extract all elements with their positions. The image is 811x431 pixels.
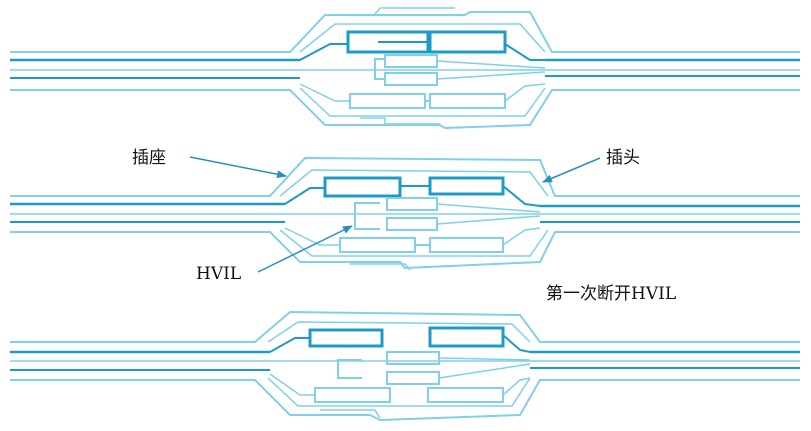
lower-terminal	[339, 237, 416, 253]
housing-outline	[10, 379, 800, 422]
signal-pin	[386, 351, 440, 365]
housing-outline	[10, 156, 800, 197]
power-terminal	[428, 176, 505, 196]
housing-outline	[10, 89, 800, 130]
hvil-bracket	[374, 58, 385, 80]
signal-pin	[386, 217, 438, 231]
first-hvil-break-caption: 第一次断开HVIL	[546, 284, 677, 304]
hvil-pointer-arrow	[257, 225, 353, 273]
socket-pointer-arrow	[189, 156, 287, 179]
power-terminal	[428, 30, 507, 54]
signal-pin	[384, 72, 438, 86]
housing-outline	[10, 310, 800, 343]
signal-pin	[386, 197, 438, 211]
lower-terminal	[349, 93, 426, 109]
lower-terminal	[429, 237, 504, 253]
hvil-bracket	[337, 359, 362, 379]
housing-outline	[10, 231, 800, 270]
signal-pin	[386, 371, 440, 385]
connector-state-bottom	[10, 310, 800, 422]
lower-terminal	[314, 387, 391, 403]
hvil-label: HVIL	[196, 264, 242, 284]
lower-terminal	[429, 93, 506, 109]
hvil-bracket	[354, 202, 380, 230]
housing-outline	[10, 11, 800, 53]
signal-pin	[384, 54, 438, 68]
power-terminal	[428, 326, 505, 348]
plug-label: 插头	[606, 148, 640, 168]
power-terminal	[323, 176, 402, 198]
connector-state-middle	[10, 156, 800, 271]
connector-state-top	[10, 7, 800, 130]
plug-pointer-arrow	[542, 157, 601, 183]
lower-terminal	[427, 387, 504, 403]
power-terminal	[308, 328, 384, 348]
socket-label: 插座	[132, 148, 166, 168]
